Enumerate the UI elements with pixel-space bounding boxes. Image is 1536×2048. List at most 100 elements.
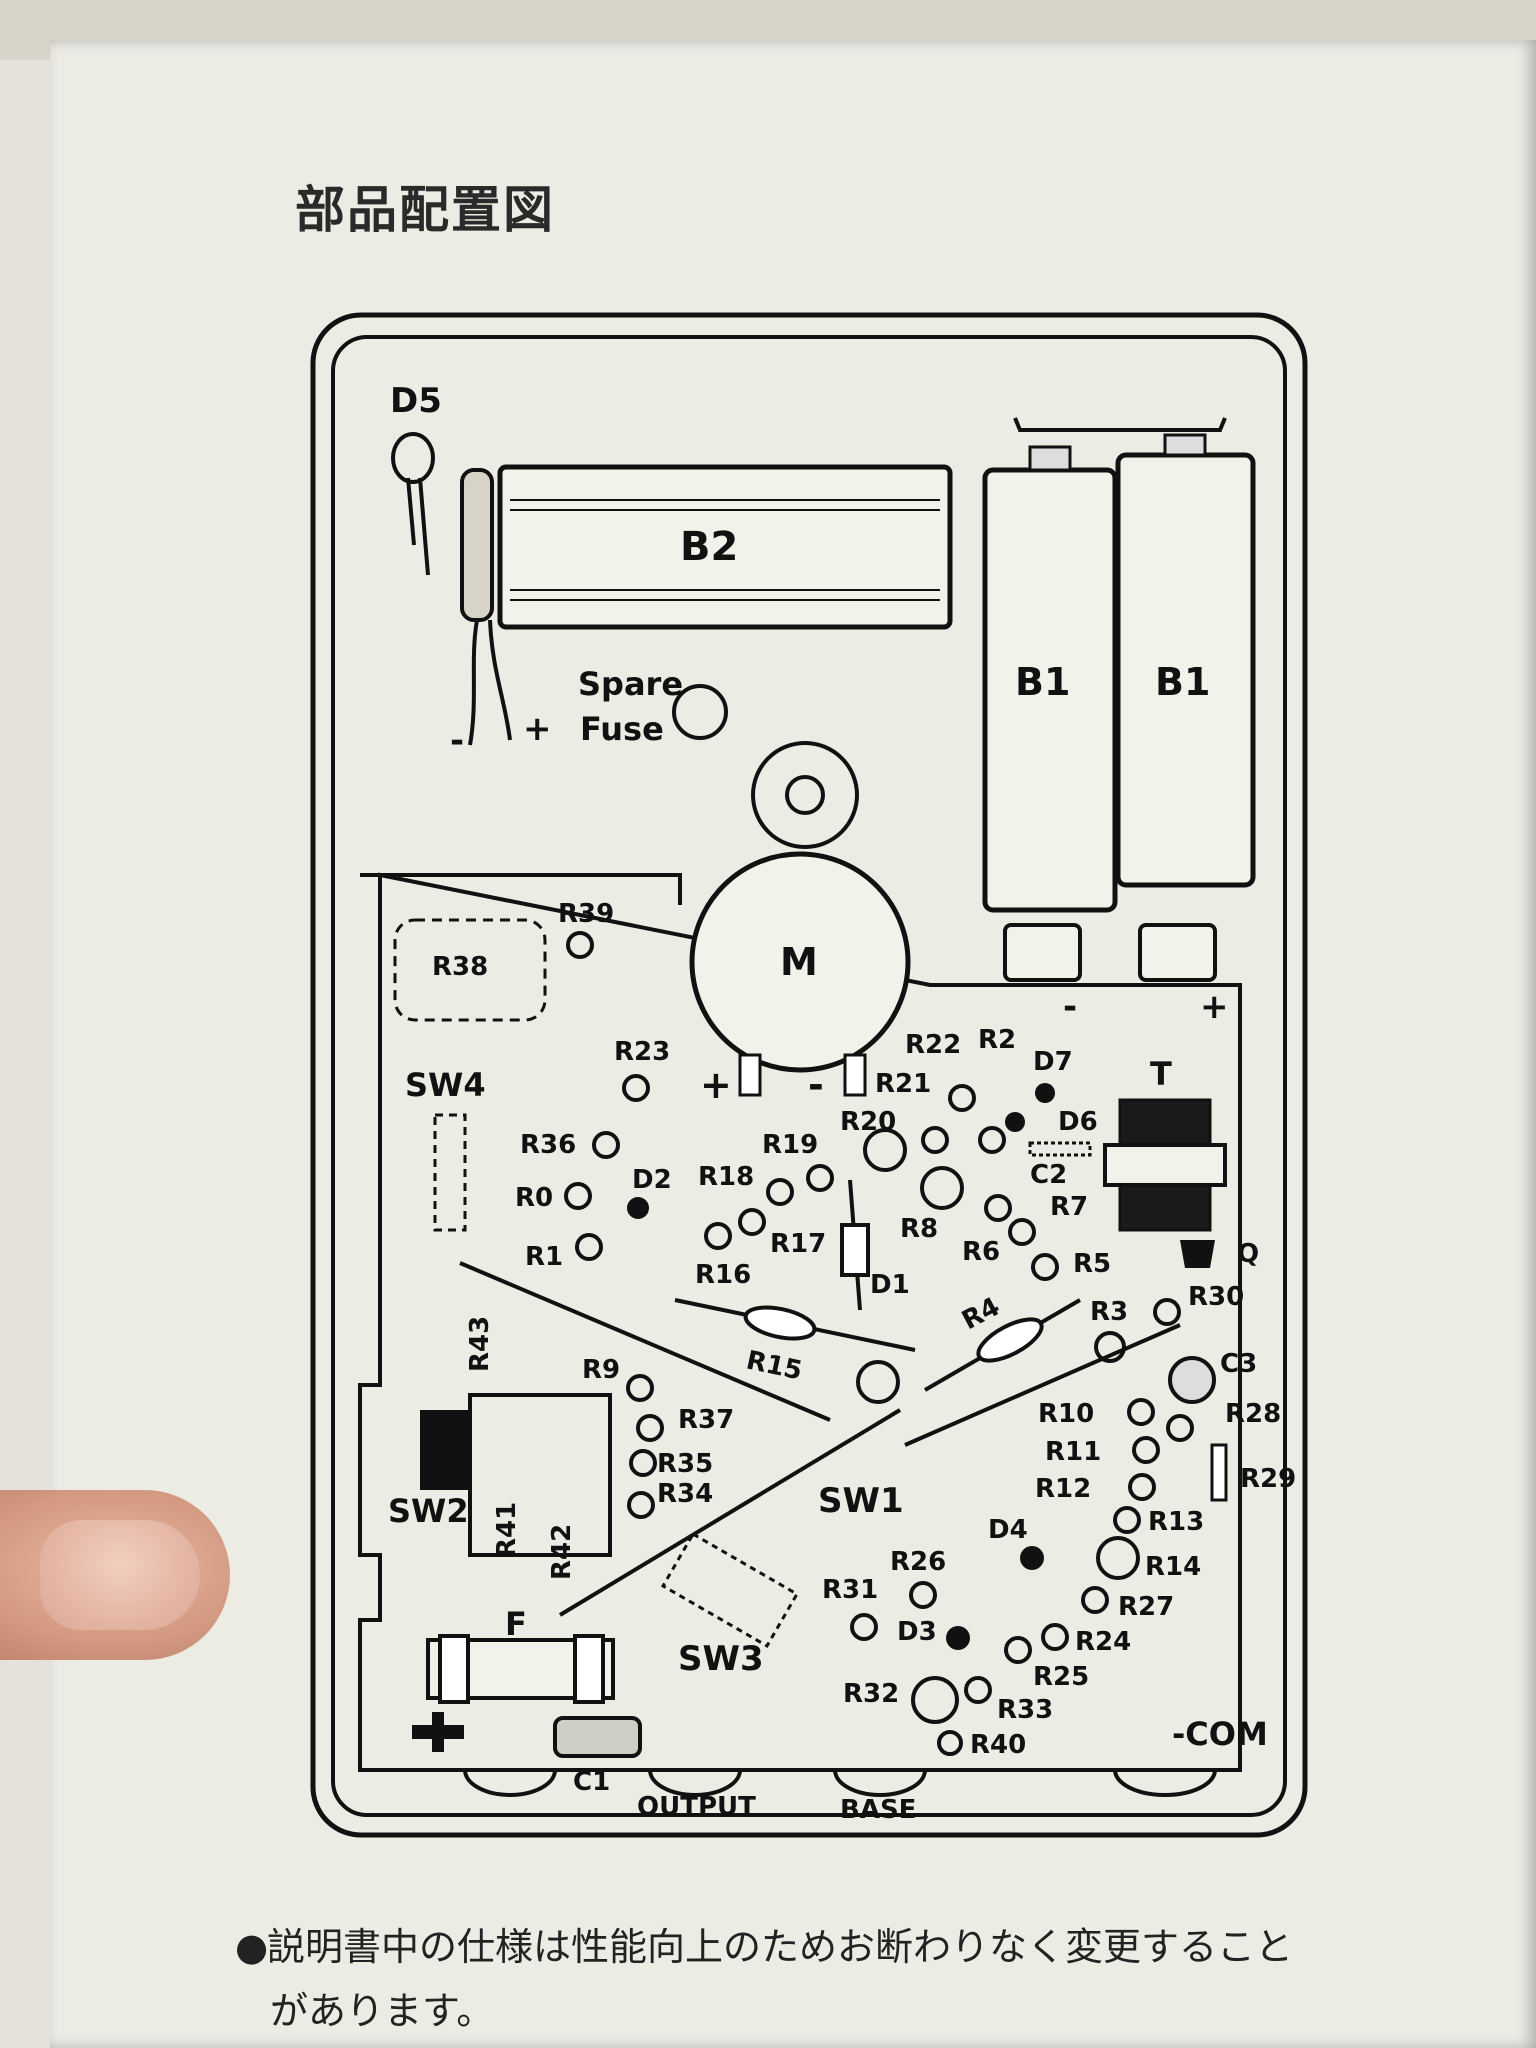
r3-body xyxy=(1094,1331,1126,1363)
r5-body xyxy=(1031,1253,1059,1281)
label-q: Q xyxy=(1237,1239,1259,1269)
r34-body xyxy=(627,1491,655,1519)
r38-outline xyxy=(393,918,547,1022)
label-battery-plus: + xyxy=(523,709,552,749)
label-r2: R2 xyxy=(978,1025,1016,1055)
label-d7: D7 xyxy=(1033,1047,1073,1077)
output-plus-sign xyxy=(432,1712,444,1752)
b1-terminal xyxy=(1028,445,1072,472)
label-r20: R20 xyxy=(840,1107,896,1137)
label-r7: R7 xyxy=(1050,1192,1088,1222)
label-r9: R9 xyxy=(582,1355,620,1385)
page-title: 部品配置図 xyxy=(295,181,555,239)
label-r10: R10 xyxy=(1038,1399,1094,1429)
b2-wires xyxy=(468,619,512,746)
label-r26: R26 xyxy=(890,1547,946,1577)
label-sw1: SW1 xyxy=(818,1481,904,1521)
b2-battery xyxy=(497,464,953,630)
r24-body xyxy=(1041,1623,1069,1651)
label-r29: R29 xyxy=(1240,1464,1296,1494)
label-b1-plus: + xyxy=(1200,987,1229,1027)
label-b1-right: B1 xyxy=(1155,660,1210,704)
label-r33: R33 xyxy=(997,1695,1053,1725)
label-battery-minus: - xyxy=(450,721,464,761)
r18-body xyxy=(766,1178,794,1206)
label-transformer-t: T xyxy=(1150,1055,1172,1093)
sw3-outline xyxy=(660,1531,800,1649)
label-fuse: Fuse xyxy=(580,710,664,748)
jack-opening xyxy=(648,1769,742,1797)
label-r3: R3 xyxy=(1090,1297,1128,1327)
label-sw3: SW3 xyxy=(678,1639,764,1679)
label-d2: D2 xyxy=(632,1165,672,1195)
r25-body xyxy=(1004,1636,1032,1664)
label-spare: Spare xyxy=(578,665,683,703)
label-fuse-f: F xyxy=(505,1605,527,1643)
label-r17: R17 xyxy=(770,1229,826,1259)
footnote: ●説明書中の仕様は性能向上のためお断わりなく変更すること があります。 xyxy=(235,1915,1435,2043)
label-d3: D3 xyxy=(897,1617,937,1647)
label-d6: D6 xyxy=(1058,1107,1098,1137)
label-d5: D5 xyxy=(390,381,442,421)
r8-body xyxy=(920,1166,964,1210)
r12-body xyxy=(1128,1473,1156,1501)
label-r0: R0 xyxy=(515,1183,553,1213)
sw2-slide xyxy=(420,1410,470,1490)
r26-body xyxy=(909,1581,937,1609)
label-r37: R37 xyxy=(678,1405,734,1435)
d5-lead xyxy=(418,477,430,576)
r0-body xyxy=(564,1182,592,1210)
r13-body xyxy=(1113,1506,1141,1534)
d5-led xyxy=(391,432,435,484)
sw1-shaft xyxy=(856,1360,900,1404)
label-sw4: SW4 xyxy=(405,1066,486,1104)
label-r31: R31 xyxy=(822,1575,878,1605)
r35-body xyxy=(629,1449,657,1477)
label-c2: C2 xyxy=(1030,1160,1067,1190)
label-r12: R12 xyxy=(1035,1474,1091,1504)
label-r36: R36 xyxy=(520,1130,576,1160)
r7-body xyxy=(984,1194,1012,1222)
label-r23: R23 xyxy=(614,1037,670,1067)
r39-body xyxy=(566,931,594,959)
b1-holder-clip xyxy=(1013,417,1227,432)
label-r35: R35 xyxy=(657,1449,713,1479)
sw1-wire xyxy=(904,1323,1181,1447)
footnote-line-1: ●説明書中の仕様は性能向上のためお断わりなく変更すること xyxy=(235,1915,1435,1979)
label-base: BASE xyxy=(840,1795,916,1825)
label-r43: R43 xyxy=(465,1316,495,1372)
label-r42: R42 xyxy=(547,1524,577,1580)
r32-body xyxy=(911,1676,959,1724)
label-r30: R30 xyxy=(1188,1282,1244,1312)
r36-body xyxy=(592,1131,620,1159)
label-r39: R39 xyxy=(558,899,614,929)
label-output: OUTPUT xyxy=(637,1792,756,1822)
r21-body xyxy=(921,1126,949,1154)
label-sw2: SW2 xyxy=(388,1492,469,1530)
r37-body xyxy=(636,1414,664,1442)
footnote-text-1: 説明書中の仕様は性能向上のためお断わりなく変更すること xyxy=(267,1925,1294,1969)
label-com: -COM xyxy=(1172,1715,1268,1753)
label-r11: R11 xyxy=(1045,1437,1101,1467)
label-r34: R34 xyxy=(657,1479,713,1509)
r22-body xyxy=(948,1084,976,1112)
label-meter-m: M xyxy=(780,940,818,984)
b1-terminal xyxy=(1163,433,1207,457)
label-r27: R27 xyxy=(1118,1592,1174,1622)
label-r22: R22 xyxy=(905,1030,961,1060)
r6-body xyxy=(1008,1218,1036,1246)
meter-zero-adjust-knob xyxy=(785,775,825,815)
label-r14: R14 xyxy=(1145,1552,1201,1582)
label-b2: B2 xyxy=(680,524,738,570)
label-r21: R21 xyxy=(875,1069,931,1099)
label-r5: R5 xyxy=(1073,1249,1111,1279)
label-r41: R41 xyxy=(492,1502,522,1558)
sw1-wire xyxy=(558,1408,902,1617)
r14-body xyxy=(1096,1536,1140,1580)
r19-body xyxy=(806,1164,834,1192)
d7-body xyxy=(1035,1083,1055,1103)
case-outer-outline xyxy=(310,312,1308,1838)
label-r16: R16 xyxy=(695,1260,751,1290)
r2-body xyxy=(978,1126,1006,1154)
sw1-wire xyxy=(459,1261,831,1422)
